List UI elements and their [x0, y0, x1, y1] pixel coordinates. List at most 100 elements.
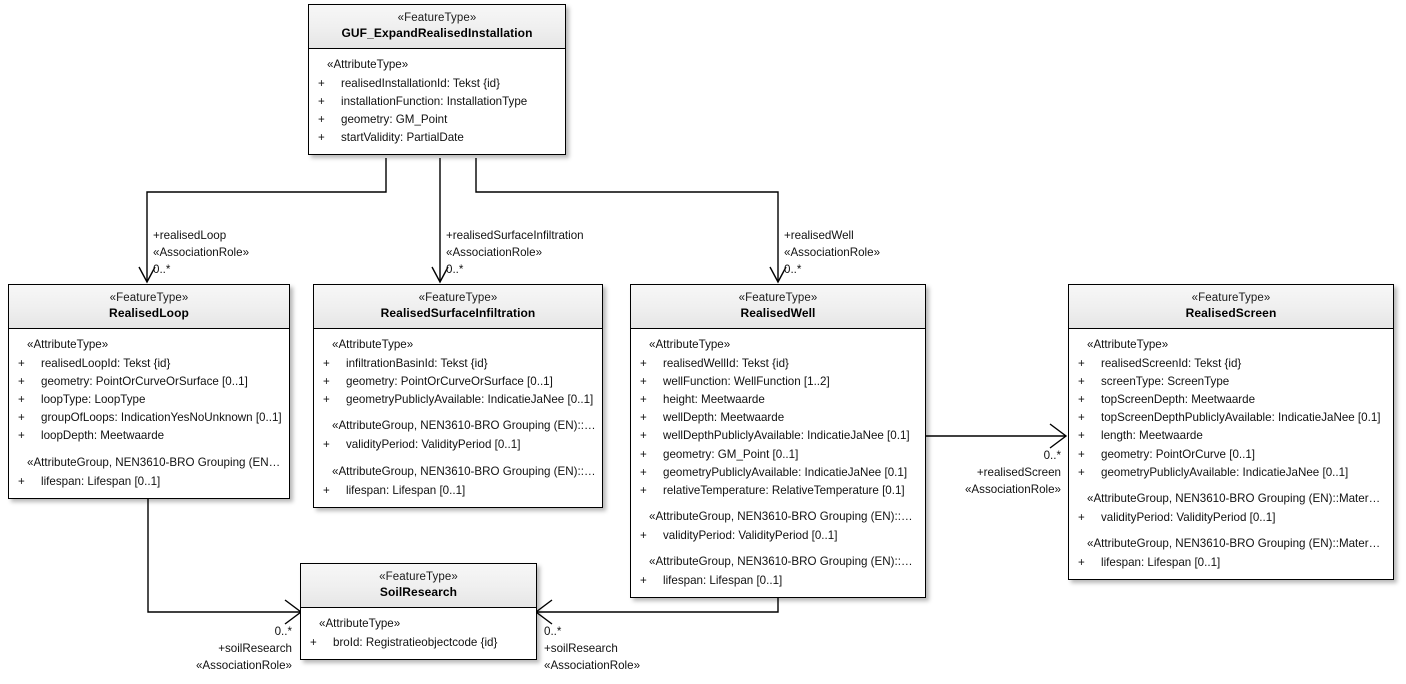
association-stereotype: «AssociationRole» [153, 245, 250, 259]
attribute-row: + lifespan: Lifespan [0..1] [9, 473, 289, 491]
class-header-guf: «FeatureType» GUF_ExpandRealisedInstalla… [309, 5, 565, 50]
visibility-marker: + [1078, 447, 1085, 461]
arrowhead-realisedscreen [1049, 423, 1068, 449]
attribute-row: + startValidity: PartialDate [309, 129, 565, 147]
association-multiplicity: 0..* [153, 262, 171, 276]
attribute-group-label: «AttributeGroup, NEN3610-BRO Grouping (E… [649, 509, 913, 523]
association-role-name: +soilResearch [544, 641, 618, 655]
attribute-label: wellDepthPubliclyAvailable: IndicatieJaN… [663, 429, 910, 443]
attribute-group-label: «AttributeGroup, NEN3610-BRO Grouping (E… [649, 554, 913, 568]
association-role-name: +realisedWell [784, 229, 854, 242]
attribute-label: geometry: PointOrCurve [0..1] [1101, 447, 1256, 461]
visibility-marker: + [318, 77, 325, 91]
association-multiplicity: 0..* [784, 262, 802, 276]
attribute-group-header: «AttributeGroup, NEN3610-BRO Grouping (E… [631, 553, 925, 571]
attribute-label: lifespan: Lifespan [0..1] [663, 574, 783, 588]
attribute-label: topScreenDepthPubliclyAvailable: Indicat… [1101, 411, 1381, 425]
attribute-label: geometry: PointOrCurveOrSurface [0..1] [346, 375, 553, 389]
arrowhead-soilresearch-left [284, 599, 303, 625]
attribute-row: + topScreenDepthPubliclyAvailable: Indic… [1069, 409, 1393, 427]
visibility-marker: + [323, 375, 330, 389]
visibility-marker: + [318, 113, 325, 127]
association-multiplicity: 0..* [446, 262, 464, 276]
attribute-label: wellFunction: WellFunction [1..2] [663, 375, 830, 389]
edge-label-realisedsurfaceinfiltration: +realisedSurfaceInfiltration «Associatio… [446, 228, 584, 279]
visibility-marker: + [18, 429, 25, 443]
attribute-row: + length: Meetwaarde [1069, 427, 1393, 445]
attribute-row: + loopType: LoopType [9, 391, 289, 409]
visibility-marker: + [18, 411, 25, 425]
class-body-realisedwell: «AttributeType» + realisedWellId: Tekst … [631, 329, 925, 598]
attribute-group-label: «AttributeGroup, NEN3610-BRO Grouping (E… [332, 464, 596, 478]
attribute-row: + infiltrationBasinId: Tekst {id} [314, 355, 602, 373]
visibility-marker: + [1078, 411, 1085, 425]
attribute-group-header: «AttributeGroup, NEN3610-BRO Grouping (E… [314, 463, 602, 481]
attribute-group-header: «AttributeType» [1069, 336, 1393, 354]
visibility-marker: + [323, 438, 330, 452]
edge-label-realisedloop: +realisedLoop «AssociationRole» 0..* [153, 228, 249, 279]
attribute-label: geometry: GM_Point [341, 113, 448, 127]
attribute-row: + geometry: GM_Point [309, 111, 565, 129]
attribute-row: + topScreenDepth: Meetwaarde [1069, 391, 1393, 409]
attribute-row: + wellDepthPubliclyAvailable: IndicatieJ… [631, 427, 925, 445]
class-body-realisedloop: «AttributeType» + realisedLoopId: Tekst … [9, 329, 289, 498]
visibility-marker: + [318, 95, 325, 109]
class-stereotype: «FeatureType» [1191, 292, 1271, 304]
attribute-row: + geometryPubliclyAvailable: IndicatieJa… [1069, 464, 1393, 482]
attribute-group-label: «AttributeGroup, NEN3610-BRO Grouping (E… [27, 455, 281, 469]
visibility-marker: + [1078, 465, 1085, 479]
attribute-group-label: «AttributeGroup, NEN3610-BRO Grouping (E… [1087, 491, 1381, 505]
attribute-row: + wellDepth: Meetwaarde [631, 409, 925, 427]
attribute-row: + validityPeriod: ValidityPeriod [0..1] [314, 436, 602, 454]
visibility-marker: + [1078, 375, 1085, 389]
class-box-soilresearch[interactable]: «FeatureType» SoilResearch «AttributeTyp… [300, 563, 537, 661]
attribute-row: + realisedWellId: Tekst {id} [631, 355, 925, 373]
attribute-row: + installationFunction: InstallationType [309, 93, 565, 111]
association-multiplicity: 0..* [544, 625, 562, 638]
attribute-group-label: «AttributeGroup, NEN3610-BRO Grouping (E… [332, 419, 596, 433]
attribute-label: height: Meetwaarde [663, 393, 765, 407]
attribute-label: geometryPubliclyAvailable: IndicatieJaNe… [663, 465, 908, 479]
visibility-marker: + [1078, 429, 1085, 443]
attribute-group-label: «AttributeType» [319, 617, 401, 631]
visibility-marker: + [1078, 357, 1085, 371]
attribute-group-header: «AttributeGroup, NEN3610-BRO Grouping (E… [1069, 535, 1393, 553]
class-body-realisedscreen: «AttributeType» + realisedScreenId: Teks… [1069, 329, 1393, 580]
class-box-guf-expandrealisedinstallation[interactable]: «FeatureType» GUF_ExpandRealisedInstalla… [308, 4, 566, 156]
class-stereotype: «FeatureType» [738, 292, 818, 304]
attribute-row: + height: Meetwaarde [631, 391, 925, 409]
attribute-group-header: «AttributeType» [631, 336, 925, 354]
attribute-label: broId: Registratieobjectcode {id} [333, 636, 498, 650]
edge-label-soilresearch-right: 0..* +soilResearch «AssociationRole» [544, 624, 640, 675]
attribute-row: + geometry: PointOrCurveOrSurface [0..1] [9, 373, 289, 391]
class-box-realisedscreen[interactable]: «FeatureType» RealisedScreen «AttributeT… [1068, 284, 1394, 581]
attribute-label: realisedScreenId: Tekst {id} [1101, 357, 1242, 371]
attribute-label: screenType: ScreenType [1101, 375, 1230, 389]
attribute-group-label: «AttributeType» [649, 338, 731, 352]
class-box-realisedloop[interactable]: «FeatureType» RealisedLoop «AttributeTyp… [8, 284, 290, 499]
attribute-label: validityPeriod: ValidityPeriod [0..1] [663, 528, 838, 542]
attribute-label: groupOfLoops: IndicationYesNoUnknown [0.… [41, 411, 282, 425]
association-stereotype: «AssociationRole» [446, 245, 543, 259]
visibility-marker: + [18, 375, 25, 389]
attribute-label: realisedInstallationId: Tekst {id} [341, 77, 500, 91]
edge-label-soilresearch-left: 0..* +soilResearch «AssociationRole» [120, 624, 292, 675]
class-stereotype: «FeatureType» [397, 12, 477, 24]
attribute-label: infiltrationBasinId: Tekst {id} [346, 357, 488, 371]
attribute-group-header: «AttributeGroup, NEN3610-BRO Grouping (E… [9, 454, 289, 472]
attribute-row: + lifespan: Lifespan [0..1] [1069, 554, 1393, 572]
attribute-label: wellDepth: Meetwaarde [663, 411, 785, 425]
attribute-group-header: «AttributeType» [309, 56, 565, 74]
visibility-marker: + [318, 131, 325, 145]
class-box-realisedsurfaceinfiltration[interactable]: «FeatureType» RealisedSurfaceInfiltratio… [313, 284, 603, 508]
class-name: RealisedWell [740, 305, 816, 320]
edge-label-realisedscreen: 0..* +realisedScreen «AssociationRole» [895, 448, 1061, 499]
class-box-realisedwell[interactable]: «FeatureType» RealisedWell «AttributeTyp… [630, 284, 926, 599]
class-header-soilresearch: «FeatureType» SoilResearch [301, 564, 536, 609]
attribute-row: + realisedInstallationId: Tekst {id} [309, 75, 565, 93]
class-header-realisedwell: «FeatureType» RealisedWell [631, 285, 925, 330]
attribute-label: geometryPubliclyAvailable: IndicatieJaNe… [346, 393, 594, 407]
visibility-marker: + [18, 474, 25, 488]
attribute-label: loopType: LoopType [41, 393, 146, 407]
visibility-marker: + [640, 375, 647, 389]
